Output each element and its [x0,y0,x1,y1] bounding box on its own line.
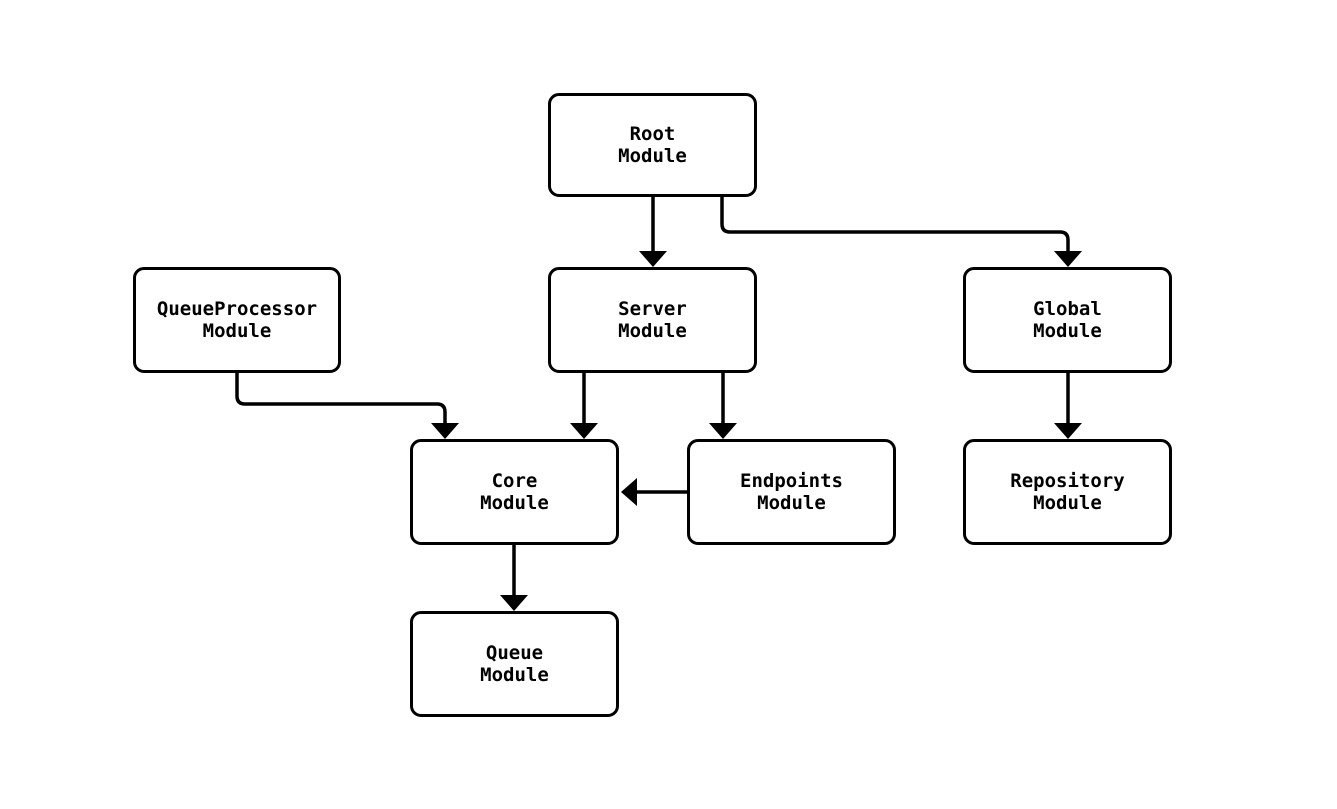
node-label-line: QueueProcessor [156,298,318,320]
node-label-line: Global [1033,298,1102,320]
node-label-line: Core [491,470,538,492]
node-label-line: Server [618,298,687,320]
node-label-line: Module [1033,320,1102,342]
node-label-line: Root [629,123,676,145]
edge-queueprocessor-to-core [235,373,459,439]
node-label-line: Module [757,492,826,514]
node-label-line: Module [480,492,549,514]
edge-root-to-global [720,197,1082,267]
node-label-line: Module [480,664,549,686]
node-label-line: Module [618,145,687,167]
node-label-line: Queue [485,642,544,664]
node-label-line: Module [1033,492,1102,514]
node-label-line: Endpoints [740,470,843,492]
node-label-line: Module [202,320,272,342]
node-label-line: Repository [1010,470,1125,492]
node-label-line: Module [618,320,687,342]
